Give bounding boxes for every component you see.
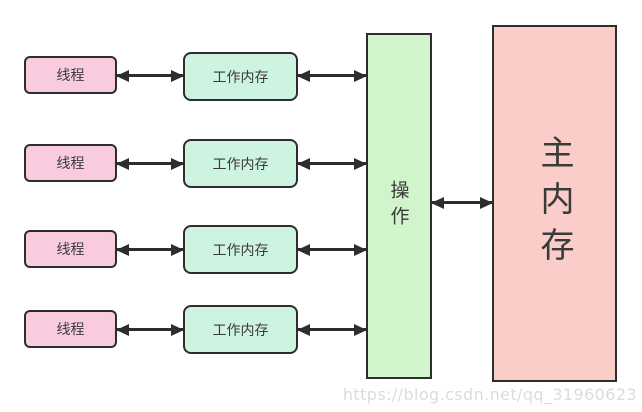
working-memory-box: 工作内存: [183, 139, 298, 188]
working-memory-box: 工作内存: [183, 305, 298, 354]
working-memory-box: 工作内存: [183, 225, 298, 274]
watermark-text: https://blog.csdn.net/qq_31960623: [342, 385, 637, 404]
operation-box: 操作: [366, 33, 432, 379]
thread-box: 线程: [24, 310, 117, 348]
workmem-operation-bidirectional-arrow: [297, 69, 367, 82]
thread-workmem-bidirectional-arrow: [116, 243, 184, 256]
main-memory-box: 主内存: [492, 25, 617, 382]
thread-workmem-bidirectional-arrow: [116, 157, 184, 170]
thread-box: 线程: [24, 56, 117, 94]
thread-workmem-bidirectional-arrow: [116, 323, 184, 336]
thread-box: 线程: [24, 230, 117, 268]
working-memory-box: 工作内存: [183, 52, 298, 101]
workmem-operation-bidirectional-arrow: [297, 243, 367, 256]
thread-workmem-bidirectional-arrow: [116, 69, 184, 82]
operation-mainmem-bidirectional-arrow: [431, 196, 493, 209]
workmem-operation-bidirectional-arrow: [297, 157, 367, 170]
thread-box: 线程: [24, 144, 117, 182]
workmem-operation-bidirectional-arrow: [297, 323, 367, 336]
